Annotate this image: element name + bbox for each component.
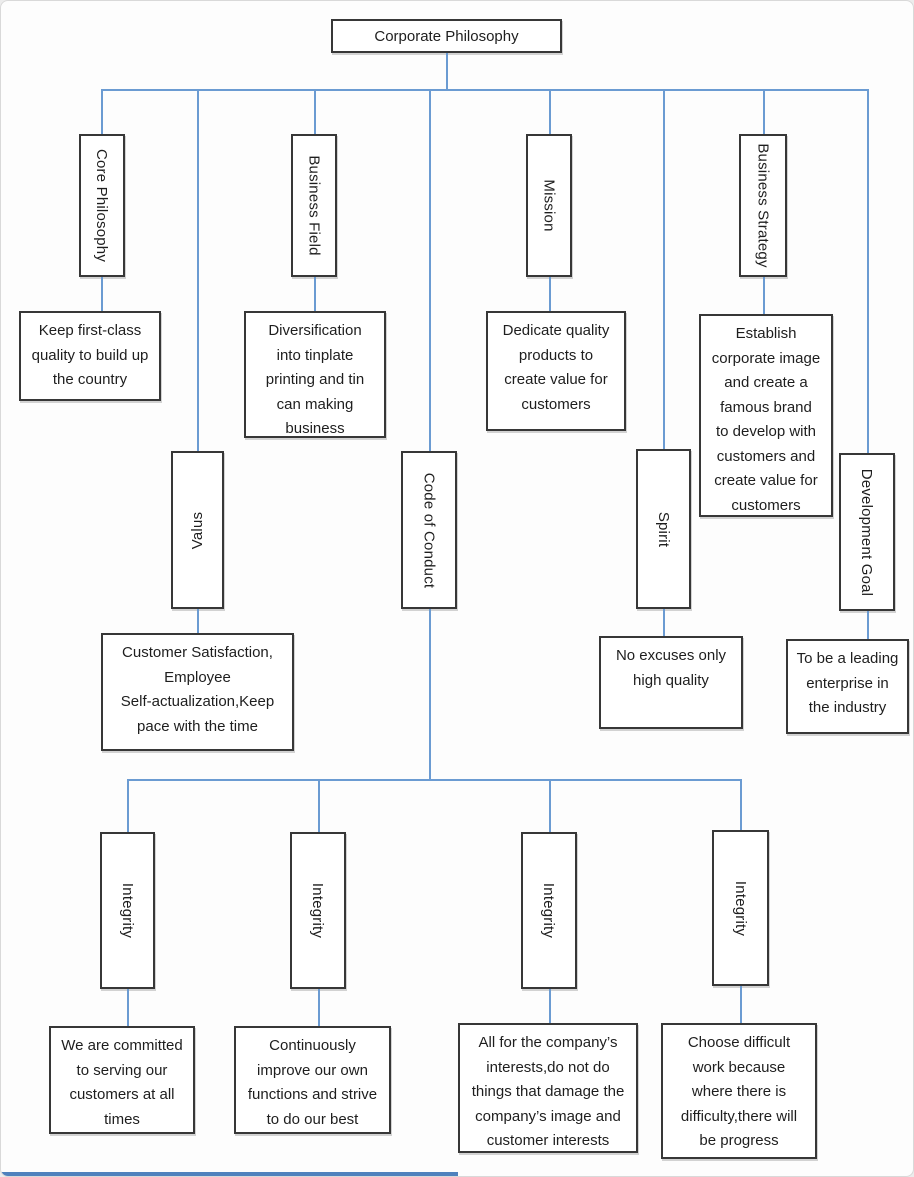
node-label: Mission <box>540 179 558 232</box>
connector-valus-desc <box>197 609 199 633</box>
connector-drop-valus <box>197 89 199 451</box>
desc-business-field: Diversification into tinplate printing a… <box>244 311 386 438</box>
node-mission: Mission <box>526 134 572 277</box>
connector-drop-business-field <box>314 89 316 134</box>
connector-root-feed <box>446 53 448 89</box>
connector-drop-integrity-2 <box>318 779 320 832</box>
node-corporate-philosophy: Corporate Philosophy <box>331 19 562 53</box>
connector-drop-integrity-4 <box>740 779 742 832</box>
node-integrity-3: Integrity <box>521 832 577 989</box>
node-label: Corporate Philosophy <box>374 27 519 45</box>
node-label: Integrity <box>540 882 558 939</box>
desc-integrity-4: Choose difficult work because where ther… <box>661 1023 817 1159</box>
desc-mission: Dedicate quality products to create valu… <box>486 311 626 431</box>
desc-integrity-2: Continuously improve our own functions a… <box>234 1026 391 1134</box>
connector-core-philosophy-desc <box>101 277 103 311</box>
node-label: Business Strategy <box>754 143 772 268</box>
node-code-of-conduct: Code of Conduct <box>401 451 457 609</box>
connector-bus-bottom <box>127 779 740 781</box>
node-core-philosophy: Core Philosophy <box>79 134 125 277</box>
node-business-strategy: Business Strategy <box>739 134 787 277</box>
connector-integrity-2-desc <box>318 989 320 1026</box>
connector-drop-mission <box>549 89 551 134</box>
node-integrity-2: Integrity <box>290 832 346 989</box>
node-label: Development Goal <box>858 468 876 596</box>
connector-bus-top <box>101 89 867 91</box>
desc-spirit: No excuses only high quality <box>599 636 743 729</box>
connector-mission-desc <box>549 277 551 311</box>
desc-development-goal: To be a leading enterprise in the indust… <box>786 639 909 734</box>
connector-drop-business-strategy <box>763 89 765 134</box>
connector-business-strategy-desc <box>763 277 765 314</box>
connector-integrity-4-desc <box>740 986 742 1023</box>
desc-valus: Customer Satisfaction, Employee Self-act… <box>101 633 294 751</box>
node-label: Spirit <box>655 511 672 547</box>
node-label: Integrity <box>732 880 750 936</box>
node-integrity-4: Integrity <box>712 830 769 986</box>
connector-drop-integrity-3 <box>549 779 551 832</box>
connector-drop-spirit <box>663 89 665 449</box>
node-label: Business Field <box>305 155 323 256</box>
desc-business-strategy: Establish corporate image and create a f… <box>699 314 833 517</box>
connector-development-goal-desc <box>867 611 869 639</box>
desc-integrity-1: We are committed to serving our customer… <box>49 1026 195 1134</box>
connector-drop-code-of-conduct <box>429 89 431 451</box>
connector-spirit-desc <box>663 609 665 636</box>
connector-drop-core-philosophy <box>101 89 103 134</box>
node-business-field: Business Field <box>291 134 337 277</box>
bottom-edge-bar <box>1 1172 458 1176</box>
connector-drop-integrity-1 <box>127 779 129 832</box>
node-label: Code of Conduct <box>420 472 438 588</box>
node-spirit: Spirit <box>636 449 691 609</box>
node-label: Valus <box>188 511 206 549</box>
connector-integrity-1-desc <box>127 989 129 1026</box>
desc-integrity-3: All for the company’s interests,do not d… <box>458 1023 638 1153</box>
connector-code-of-conduct-drop <box>429 609 431 779</box>
desc-core-philosophy: Keep first-class quality to build up the… <box>19 311 161 401</box>
node-development-goal: Development Goal <box>839 453 895 611</box>
node-valus: Valus <box>171 451 224 609</box>
node-label: Integrity <box>309 882 327 939</box>
node-integrity-1: Integrity <box>100 832 155 989</box>
connector-integrity-3-desc <box>549 989 551 1023</box>
node-label: Integrity <box>119 882 137 939</box>
node-label: Core Philosophy <box>93 148 111 263</box>
connector-business-field-desc <box>314 277 316 311</box>
connector-drop-development-goal <box>867 89 869 453</box>
